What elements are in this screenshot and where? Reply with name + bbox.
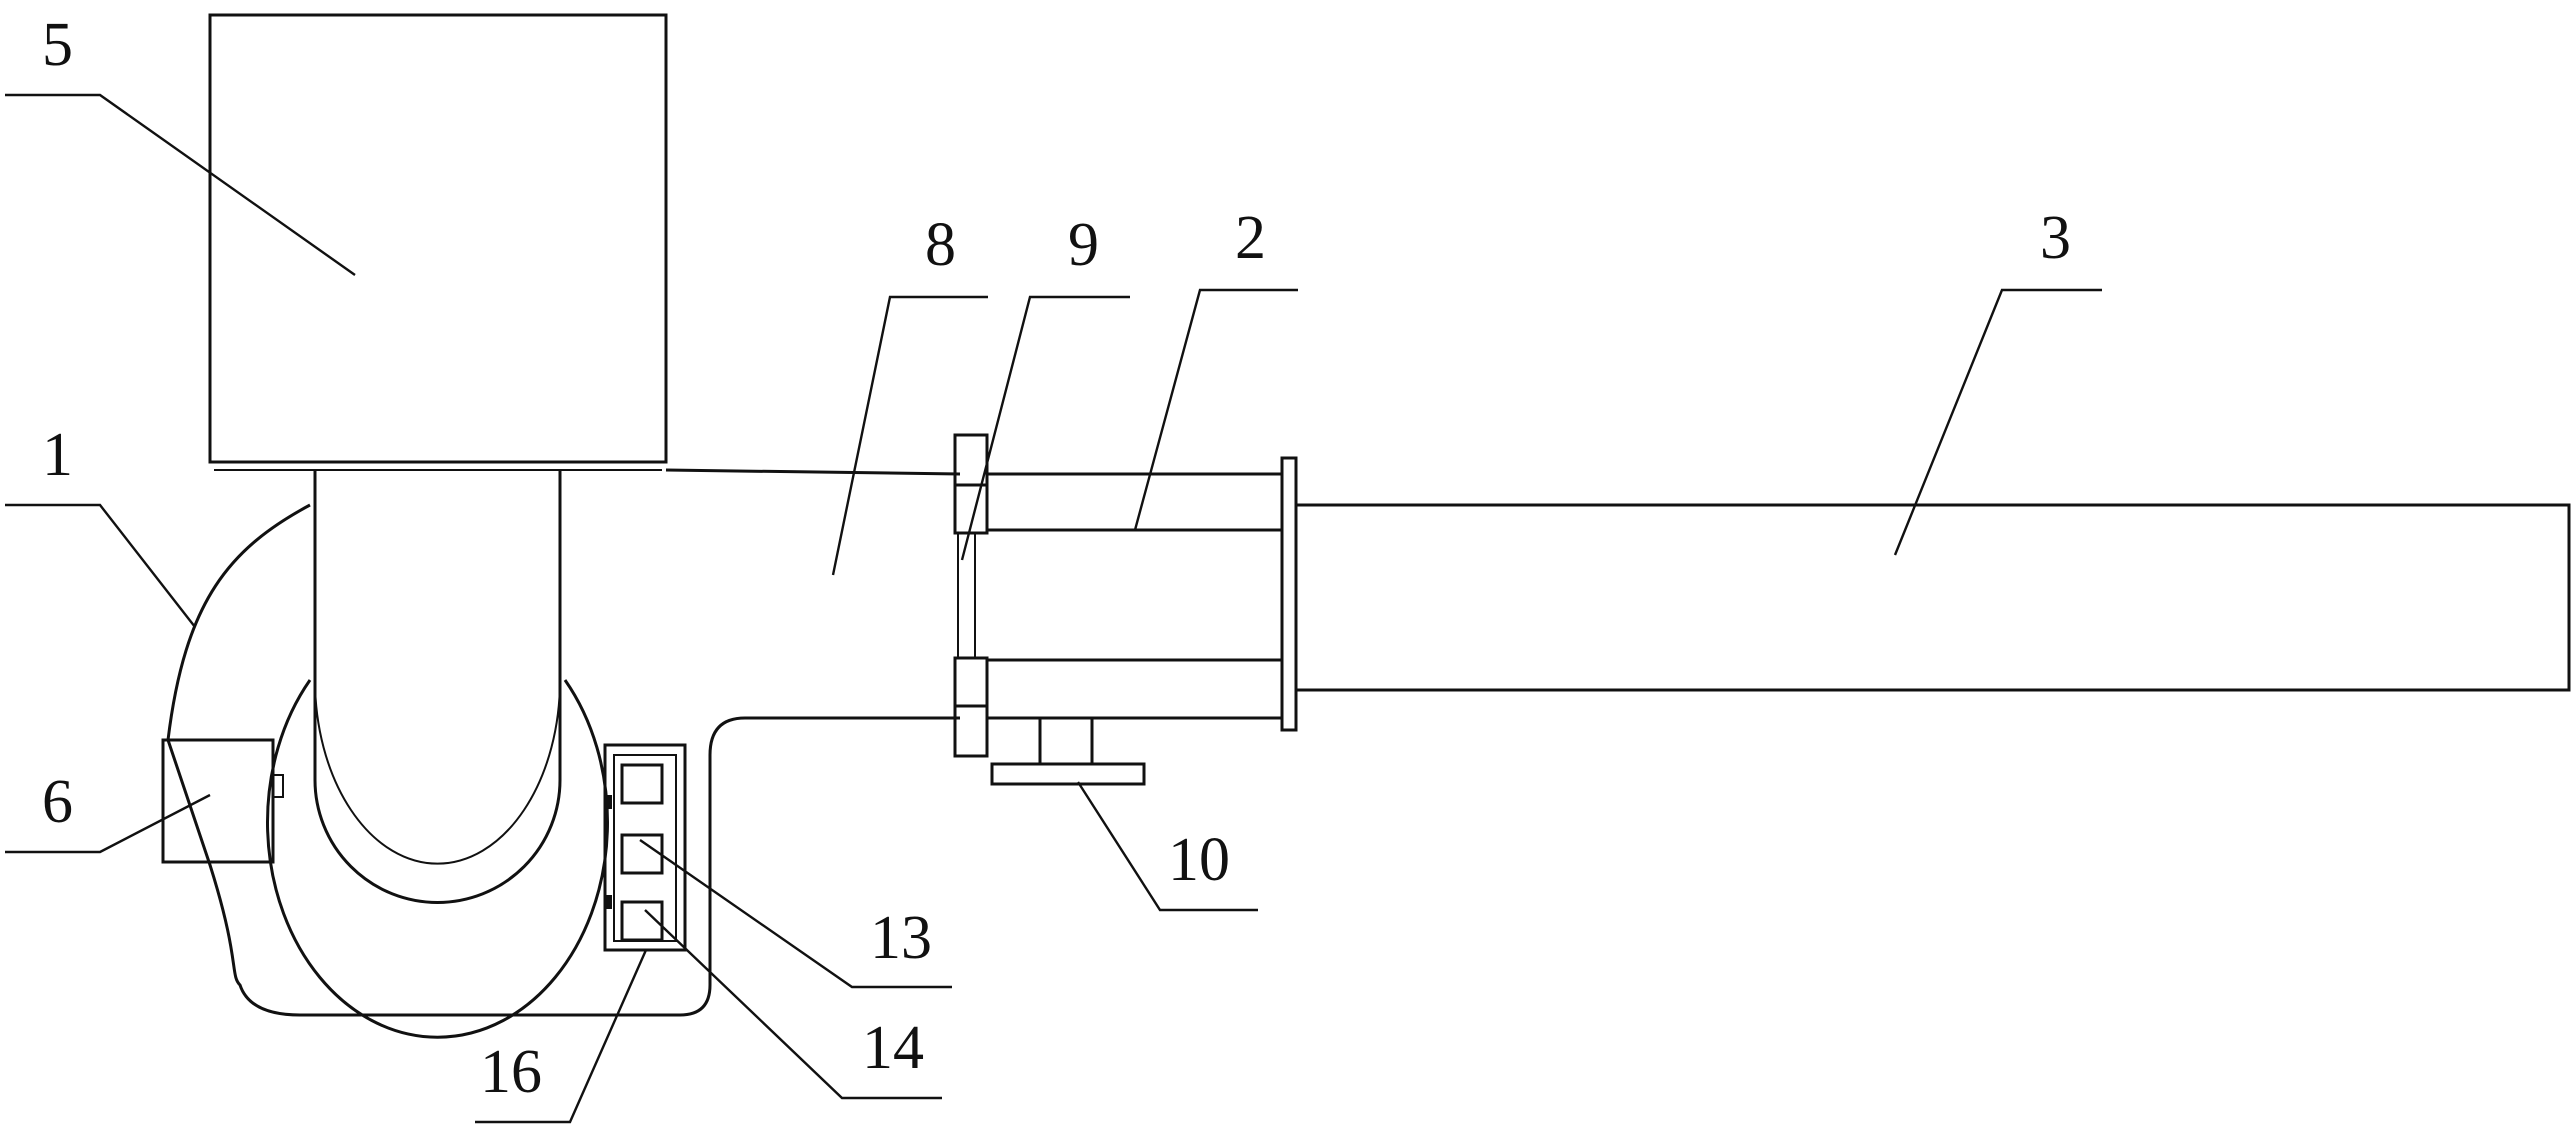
leader-10 bbox=[1076, 781, 1258, 912]
label-1: 1 bbox=[42, 421, 73, 489]
vertical-feed-duct bbox=[313, 470, 562, 904]
leader-2 bbox=[1133, 288, 1298, 531]
leader-1 bbox=[5, 503, 196, 628]
label-8: 8 bbox=[925, 211, 956, 279]
part-6-motor-box bbox=[161, 738, 284, 864]
leader-3 bbox=[1893, 288, 2102, 556]
control-panel bbox=[603, 743, 687, 952]
part-1-top-duct-line bbox=[665, 468, 961, 476]
label-6: 6 bbox=[42, 768, 73, 836]
part-3-discharge-tube bbox=[1294, 503, 2571, 692]
inner-rotor-circle-inner bbox=[314, 679, 561, 865]
part-5-hopper-box bbox=[208, 13, 668, 471]
label-10: 10 bbox=[1168, 826, 1230, 894]
leader-8 bbox=[831, 295, 988, 576]
label-13: 13 bbox=[870, 904, 932, 972]
leader-6 bbox=[5, 793, 211, 854]
part-2-pipe-section bbox=[987, 456, 1298, 732]
label-3: 3 bbox=[2040, 204, 2071, 272]
part-9-flange bbox=[953, 433, 989, 758]
leader-13 bbox=[639, 839, 952, 989]
part-1-outer-housing bbox=[166, 503, 960, 1017]
leader-9 bbox=[960, 295, 1130, 561]
label-9: 9 bbox=[1068, 211, 1099, 279]
leader-14 bbox=[644, 909, 942, 1100]
leader-16 bbox=[475, 949, 648, 1124]
leader-5 bbox=[5, 93, 356, 276]
inner-rotor-circle bbox=[266, 679, 609, 1039]
part-10-support-foot bbox=[990, 716, 1146, 786]
label-14: 14 bbox=[862, 1014, 924, 1082]
label-2: 2 bbox=[1235, 204, 1266, 272]
leader-lines bbox=[5, 93, 2102, 1124]
reference-numerals: 5 1 6 8 9 2 3 10 13 14 16 bbox=[42, 11, 2071, 1106]
label-16: 16 bbox=[480, 1038, 542, 1106]
label-5: 5 bbox=[42, 11, 73, 79]
